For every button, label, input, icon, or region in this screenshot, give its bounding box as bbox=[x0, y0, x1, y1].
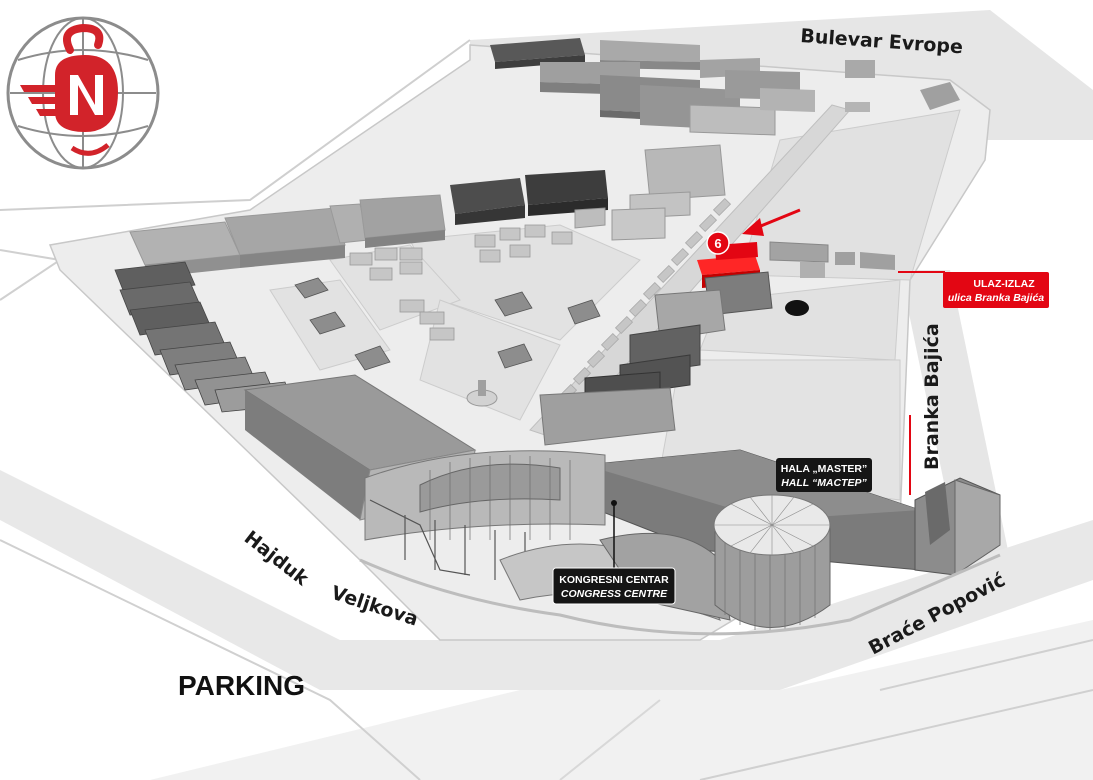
building bbox=[769, 241, 829, 263]
road-edge-bottom-left bbox=[0, 539, 421, 780]
parking-label: PARKING bbox=[178, 670, 305, 701]
building bbox=[644, 144, 726, 201]
building bbox=[539, 387, 676, 446]
buildings-east bbox=[539, 241, 895, 446]
small-houses bbox=[294, 277, 601, 371]
road-edge-left bbox=[0, 39, 471, 211]
entrance-marker-dot bbox=[785, 300, 809, 316]
buildings-north bbox=[450, 38, 960, 241]
building bbox=[224, 207, 346, 268]
building bbox=[845, 102, 870, 112]
building bbox=[760, 88, 815, 112]
building bbox=[574, 207, 606, 229]
callout-congress-centre-line1: KONGRESNI CENTAR bbox=[559, 574, 669, 586]
building bbox=[450, 178, 525, 225]
marker-6-number: 6 bbox=[714, 236, 721, 251]
road-brace-popovic bbox=[720, 520, 1093, 690]
road-edge-bottom-right bbox=[699, 689, 1093, 780]
pavilion-row bbox=[114, 261, 293, 413]
red-arrow-icon bbox=[742, 208, 801, 236]
fountain bbox=[466, 380, 498, 407]
fair-logo-icon bbox=[6, 16, 160, 170]
callout-hall-master-line1: HALA „MASTER” bbox=[781, 463, 868, 475]
callout-hall-master-line2: HALL “MACTEP” bbox=[781, 477, 867, 489]
rotunda-building bbox=[713, 494, 831, 632]
callout-congress-centre-line2: CONGRESS CENTRE bbox=[561, 588, 668, 600]
road-lower bbox=[150, 620, 1093, 780]
congress-and-master-complex bbox=[359, 449, 1001, 636]
building bbox=[654, 289, 726, 341]
callout-congress-centre: KONGRESNI CENTAR CONGRESS CENTRE bbox=[552, 500, 676, 605]
buildings-west bbox=[114, 194, 601, 521]
road-edge-far-left bbox=[0, 249, 63, 301]
east-tower-building bbox=[914, 477, 1001, 576]
building bbox=[800, 262, 825, 278]
callout-entrance-exit-line1: ULAZ-IZLAZ bbox=[973, 278, 1035, 290]
cluster-blocks bbox=[349, 224, 573, 341]
street-label-branka-bajica: Branka Bajića bbox=[921, 323, 943, 470]
road-edge-lower bbox=[559, 699, 661, 780]
road-edge-right bbox=[879, 639, 1093, 691]
road-hajduk-veljkova bbox=[0, 470, 720, 690]
callout-hall-master: HALA „MASTER” HALL “MACTEP” bbox=[776, 458, 872, 492]
building bbox=[860, 252, 895, 270]
building bbox=[835, 252, 855, 265]
callout-entrance-exit-line2: ulica Branka Bajića bbox=[948, 292, 1044, 304]
building bbox=[845, 60, 875, 78]
building bbox=[920, 82, 960, 110]
marker-6: 6 bbox=[706, 231, 730, 255]
building bbox=[359, 194, 446, 248]
street-label-hajduk: Hajduk bbox=[240, 527, 313, 591]
building bbox=[611, 207, 666, 241]
building bbox=[689, 104, 776, 136]
callout-entrance-exit: ULAZ-IZLAZ ulica Branka Bajića bbox=[943, 272, 1049, 308]
